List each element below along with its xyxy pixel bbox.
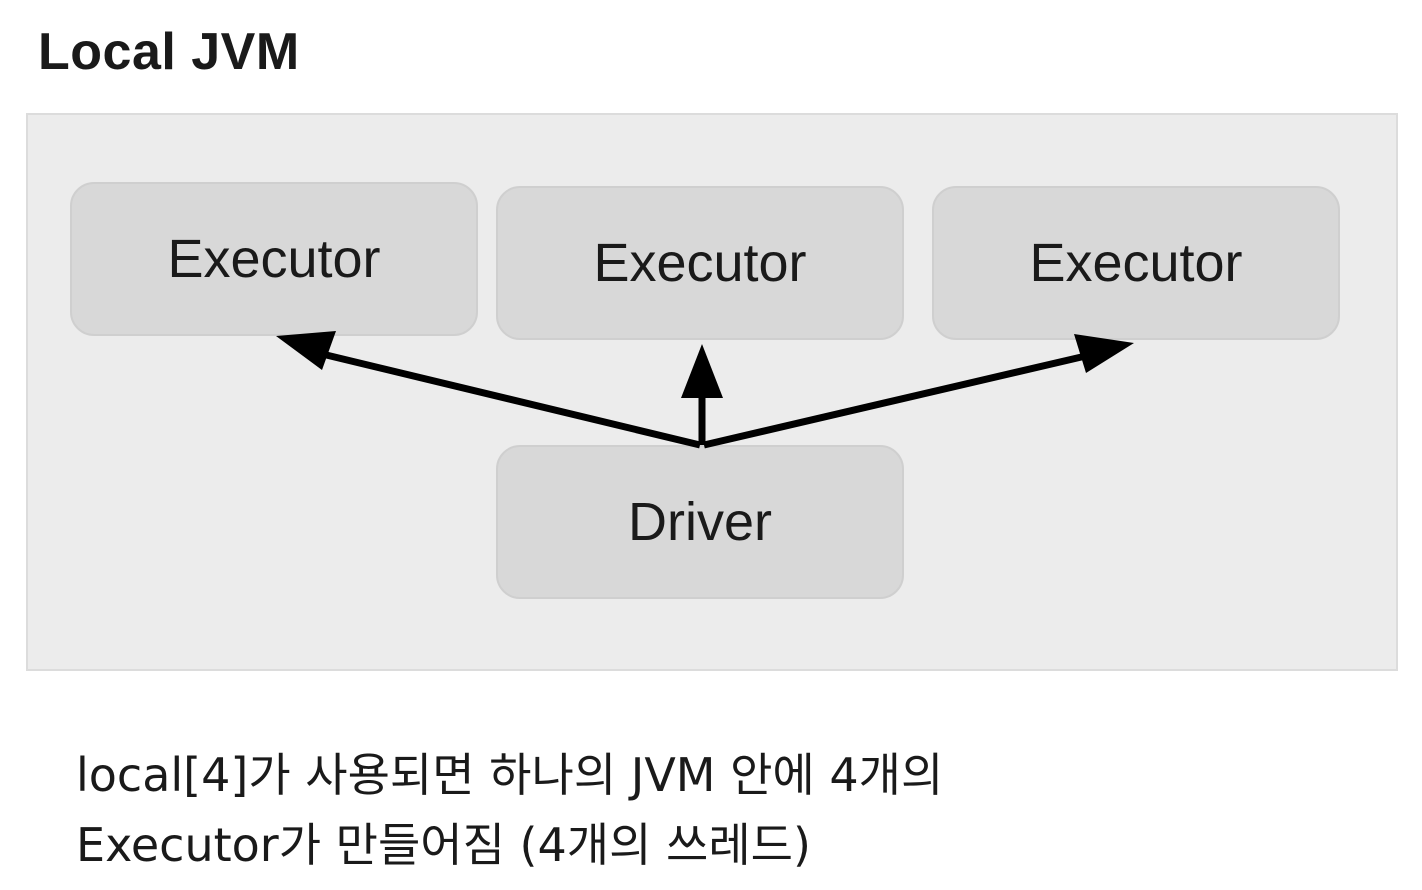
diagram-title: Local JVM — [38, 23, 300, 81]
executor-label-2: Executor — [593, 233, 807, 293]
caption-line-2: Executor가 만들어짐 (4개의 쓰레드) — [76, 818, 811, 872]
caption-text: local[4]가 사용되면 하나의 JVM 안에 4개의 Executor가 … — [76, 740, 1376, 880]
executor-node-3: Executor — [932, 186, 1340, 340]
executor-label-1: Executor — [167, 229, 381, 289]
driver-node: Driver — [496, 445, 904, 599]
driver-label: Driver — [628, 492, 772, 552]
caption-line-1: local[4]가 사용되면 하나의 JVM 안에 4개의 — [76, 748, 944, 802]
executor-node-2: Executor — [496, 186, 904, 340]
executor-node-1: Executor — [70, 182, 478, 336]
executor-label-3: Executor — [1029, 233, 1243, 293]
